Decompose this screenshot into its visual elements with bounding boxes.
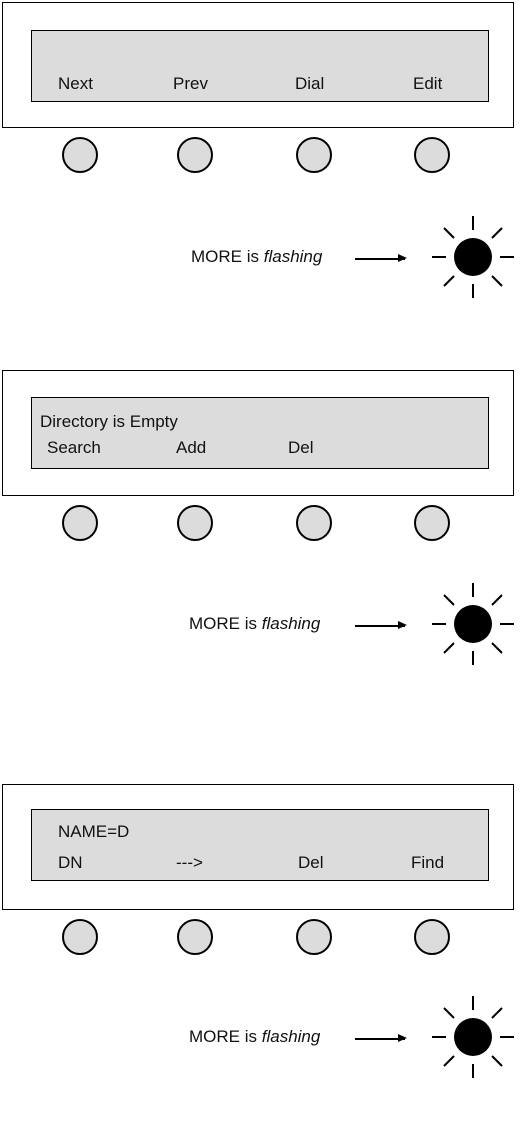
phone-panel-3: NAME=D DN ---> Del Find MORE is flashing (0, 784, 520, 1144)
softkey-label-4: Edit (413, 74, 443, 93)
display-line-1: NAME=D (58, 822, 130, 841)
softkey-label-1: DN (58, 853, 83, 872)
phone-panel-1: Next Prev Dial Edit MORE is flashing (0, 2, 520, 362)
flashing-lamp-icon (432, 583, 514, 665)
softkey-button-1[interactable] (62, 919, 98, 955)
flashing-lamp-icon (432, 996, 514, 1078)
softkey-button-3[interactable] (296, 505, 332, 541)
lcd-display: Next Prev Dial Edit (31, 30, 489, 102)
more-flashing-note: MORE is flashing (189, 1027, 320, 1047)
softkey-button-3[interactable] (296, 137, 332, 173)
display-frame: NAME=D DN ---> Del Find (2, 784, 514, 910)
more-note-flashing: flashing (261, 1027, 321, 1046)
softkey-button-4[interactable] (414, 505, 450, 541)
pointer-arrow (355, 255, 407, 261)
lcd-display: Directory is Empty Search Add Del (31, 397, 489, 469)
more-flashing-note: MORE is flashing (191, 247, 322, 267)
softkey-button-4[interactable] (414, 919, 450, 955)
more-note-prefix: MORE is (191, 247, 259, 266)
softkey-label-2: Prev (173, 74, 208, 93)
softkey-label-3: Dial (295, 74, 325, 93)
pointer-arrow (355, 622, 407, 628)
more-note-prefix: MORE is (189, 614, 257, 633)
display-frame: Directory is Empty Search Add Del (2, 370, 514, 496)
more-note-flashing: flashing (263, 247, 323, 266)
softkey-label-2: ---> (176, 853, 203, 872)
softkey-label-3: Del (298, 853, 324, 872)
softkey-label-1: Search (47, 438, 101, 457)
softkey-button-4[interactable] (414, 137, 450, 173)
lcd-display: NAME=D DN ---> Del Find (31, 809, 489, 881)
softkey-label-1: Next (58, 74, 93, 93)
softkey-label-3: Del (288, 438, 314, 457)
more-note-flashing: flashing (261, 614, 321, 633)
softkey-button-1[interactable] (62, 137, 98, 173)
display-frame: Next Prev Dial Edit (2, 2, 514, 128)
flashing-lamp-icon (432, 216, 514, 298)
display-line-1: Directory is Empty (40, 412, 178, 431)
softkey-button-2[interactable] (177, 505, 213, 541)
more-flashing-note: MORE is flashing (189, 614, 320, 634)
softkey-button-1[interactable] (62, 505, 98, 541)
softkey-button-3[interactable] (296, 919, 332, 955)
phone-panel-2: Directory is Empty Search Add Del MORE i… (0, 370, 520, 730)
pointer-arrow (355, 1035, 407, 1041)
softkey-label-2: Add (176, 438, 207, 457)
more-note-prefix: MORE is (189, 1027, 257, 1046)
softkey-button-2[interactable] (177, 137, 213, 173)
softkey-button-2[interactable] (177, 919, 213, 955)
softkey-label-4: Find (411, 853, 445, 872)
